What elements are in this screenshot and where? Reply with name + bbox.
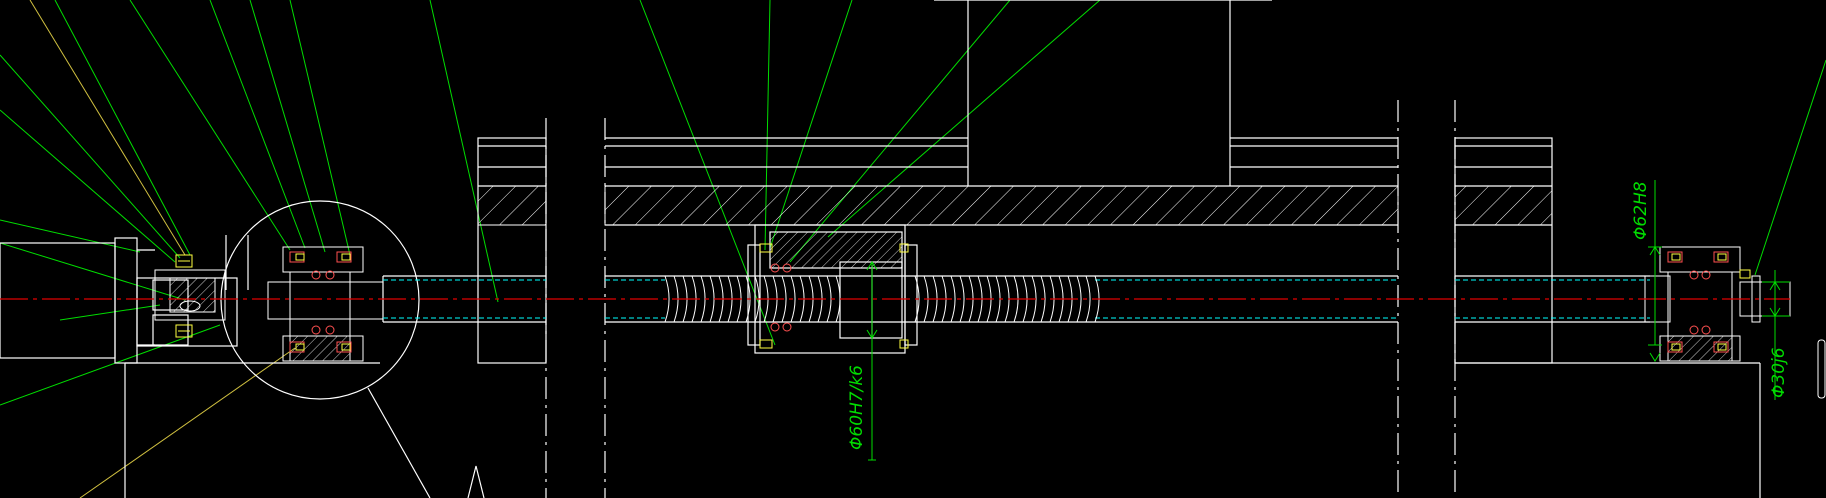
left-bearing-bolts	[295, 253, 351, 351]
thread-coil	[1085, 275, 1091, 323]
thread-coil	[700, 275, 706, 323]
frame-outlines	[124, 0, 1761, 498]
coupling-bolts	[175, 254, 193, 338]
yellow-leader	[29, 0, 296, 498]
thread-coil	[790, 275, 796, 323]
coupling	[154, 269, 226, 321]
thread-coil	[1076, 275, 1082, 323]
dimension-nut-fit: Φ60H7/k6	[847, 365, 867, 450]
thread-coil	[959, 275, 965, 323]
thread-coil	[709, 275, 715, 323]
thread-coil	[781, 275, 787, 323]
shaft-inner-edges	[383, 279, 1650, 319]
dimension-lines	[866, 180, 1790, 461]
hatched-sections	[477, 185, 1553, 226]
dimension-shaft-end: Φ30j6	[1769, 347, 1789, 398]
dimension-bearing-bore: Φ62H8	[1631, 181, 1651, 240]
thread-coil	[914, 275, 920, 323]
thread-coil	[1040, 275, 1046, 323]
detail-circle	[220, 200, 420, 400]
right-bearing-bolts	[1671, 253, 1751, 351]
thread-coil	[1031, 275, 1037, 323]
right-bearings	[1667, 251, 1729, 353]
nut-bolts	[759, 243, 909, 349]
thread-coil	[950, 275, 956, 323]
left-bearing-housing	[267, 246, 384, 362]
ball-nut	[747, 224, 918, 354]
right-bearing-housing	[1644, 246, 1791, 362]
thread-coil	[826, 275, 832, 323]
nut-balls	[770, 263, 792, 332]
scrollbar-indicator[interactable]	[1817, 339, 1826, 399]
thread-coil	[664, 275, 670, 323]
